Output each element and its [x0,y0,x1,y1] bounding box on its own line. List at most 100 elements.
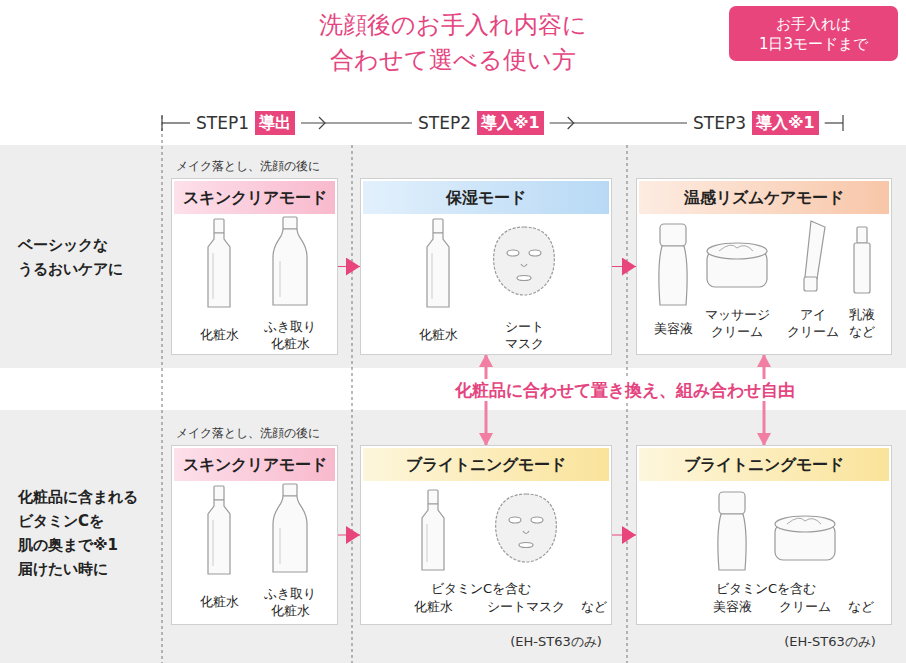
step-chip-text: 導出 [255,111,295,135]
mode-title: スキンクリアモード [174,181,335,214]
mask-eye [531,517,543,523]
jar-lid [707,243,767,259]
item-label: 美容液 [713,599,752,616]
note-heading: メイク落とし、洗顔の後に [176,159,320,175]
bottle [208,233,230,307]
mode-title: 保湿モード [363,181,609,214]
tube [805,221,825,279]
model-note: (EH-ST63のみ) [510,634,602,651]
bottle-shine [213,253,214,299]
step-label: STEP2 [418,112,471,134]
bottle-shine [432,253,433,299]
timeline [550,122,687,123]
bottle-shine [280,261,281,297]
item-label: など [848,599,874,616]
step-chip: 導入※1 [752,111,819,135]
item-label: ふき取り 化粧水 [259,586,321,620]
jar-lid [775,516,835,532]
bottle-shine [213,520,214,566]
dashed-guide [352,145,353,663]
item-label: クリーム [779,599,831,616]
mask-eye [509,517,521,523]
note-label: 化粧品に合わせて置き換え、組み合わせ自由 [450,379,800,401]
mask-mouth [517,276,531,281]
item-label: シートマスク [487,599,565,616]
bottle-cap [857,227,867,243]
bottle-cap [283,217,297,229]
mask-eye [507,250,519,256]
bottle-cap [428,490,438,504]
timeline-arrow [319,117,325,129]
step-arrow [338,535,360,536]
step-label: STEP3 [693,112,746,134]
item-label: マッサージ クリーム [701,307,773,341]
bottle-cap [433,219,443,233]
mode-box: メイク落とし、洗顔の後にスキンクリアモード化粧水ふき取り 化粧水 [171,445,338,625]
mode-title: ブライトニングモード [363,448,609,481]
item-label: ふき取り 化粧水 [259,319,321,353]
mask-nose [521,264,527,267]
band-ground [0,145,906,368]
item-label: ビタミンCを含む [716,581,816,598]
cream [719,245,753,251]
item-label: 化粧水 [419,327,458,344]
mode-title: スキンクリアモード [174,448,335,481]
item-label: 乳液 など [842,307,882,341]
row-band: ベーシックな うるおいケアにメイク落とし、洗顔の後にスキンクリアモード化粧水ふき… [0,145,906,368]
sheet-mask [496,494,557,562]
band-ground [0,410,906,663]
bottle [273,496,307,572]
mode-box: 保湿モード化粧水 シート マスク [360,178,612,355]
item-label: ビタミンCを含む [431,581,531,598]
mask-nose [523,531,529,534]
timeline-tick [842,115,843,131]
bottle [273,229,307,305]
mode-box: ブライトニングモードビタミンCを含む化粧水シートマスクなど(EH-ST63のみ) [360,445,612,625]
mode-box: 温感リズムケアモード美容液マッサージ クリームアイ クリーム乳液 など [636,178,892,355]
note-heading: メイク落とし、洗顔の後に [176,426,320,442]
step-arrow [612,266,636,267]
step-chip: 導入※1 [477,111,544,135]
tube-cap [804,277,817,291]
mode-title: ブライトニングモード [639,448,889,481]
bottle-cap [283,484,297,496]
step-arrow [612,535,636,536]
title: 洗顔後のお手入れ内容に 合わせて選べる使い方 [293,8,613,78]
timeline [301,122,412,123]
badge-text: お手入れは 1日3モードまで [739,14,889,55]
step-label: STEP1 [196,112,249,134]
timeline [825,122,843,123]
bottle [422,504,444,570]
dashed-guide [627,145,628,663]
bottle [659,246,687,305]
item-label: 化粧水 [414,599,453,616]
item-label: など [581,599,607,616]
item-label: 化粧水 [200,594,239,611]
row-caption: 化粧品に含まれる ビタミンCを 肌の奥まで※1 届けたい時に [18,485,150,581]
row-band: 化粧品に含まれる ビタミンCを 肌の奥まで※1 届けたい時に メイク落とし、洗顔の… [0,410,906,663]
model-note: (EH-ST63のみ) [784,634,876,651]
bottle [854,243,870,293]
mask-mouth [519,543,533,548]
cream [787,518,821,524]
bottle-cap [214,486,224,500]
step-chip-text: 導入※1 [752,111,819,135]
item-label: シート マスク [498,319,550,353]
bottle-cap [214,219,224,233]
bottle [718,514,746,570]
mode-box: ブライトニングモードビタミンCを含む美容液クリームなど(EH-ST63のみ) [636,445,892,625]
bottle-shine [280,528,281,564]
bottle [208,500,230,574]
mode-box: メイク落とし、洗顔の後にスキンクリアモード化粧水ふき取り 化粧水 [171,178,338,355]
dashed-guide [162,116,163,663]
step-chip-text: 導入※1 [477,111,544,135]
item-label: アイ クリーム [784,307,842,341]
info-badge: お手入れは 1日3モードまで [729,6,898,61]
step-chip: 導出 [255,111,295,135]
timeline [162,122,190,123]
item-label: 化粧水 [200,327,239,344]
bottle-cap [660,224,686,246]
bottle-cap [719,492,745,514]
bottle [427,233,449,307]
mode-title: 温感リズムケアモード [639,181,889,214]
